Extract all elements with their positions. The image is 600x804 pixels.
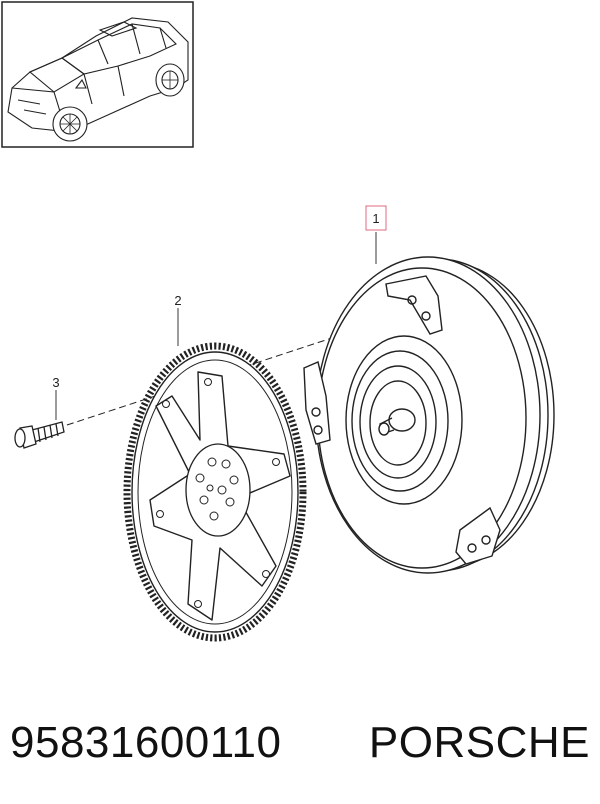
leader-lines (55, 232, 377, 420)
part-number: 95831600110 (10, 718, 282, 767)
callout-3: 3 (52, 375, 59, 390)
torque-converter (303, 256, 555, 574)
callout-2-label: 2 (174, 293, 181, 308)
part-caption: 95831600110 PORSCHE (10, 708, 590, 778)
vehicle-thumbnail-icon (1, 1, 194, 148)
callout-1-label: 1 (372, 211, 379, 226)
brand-name: PORSCHE (368, 718, 590, 767)
bolt (14, 421, 65, 449)
callout-1: 1 (365, 205, 387, 231)
callout-3-label: 3 (52, 375, 59, 390)
drive-plate (123, 342, 307, 642)
callout-2: 2 (174, 293, 181, 308)
